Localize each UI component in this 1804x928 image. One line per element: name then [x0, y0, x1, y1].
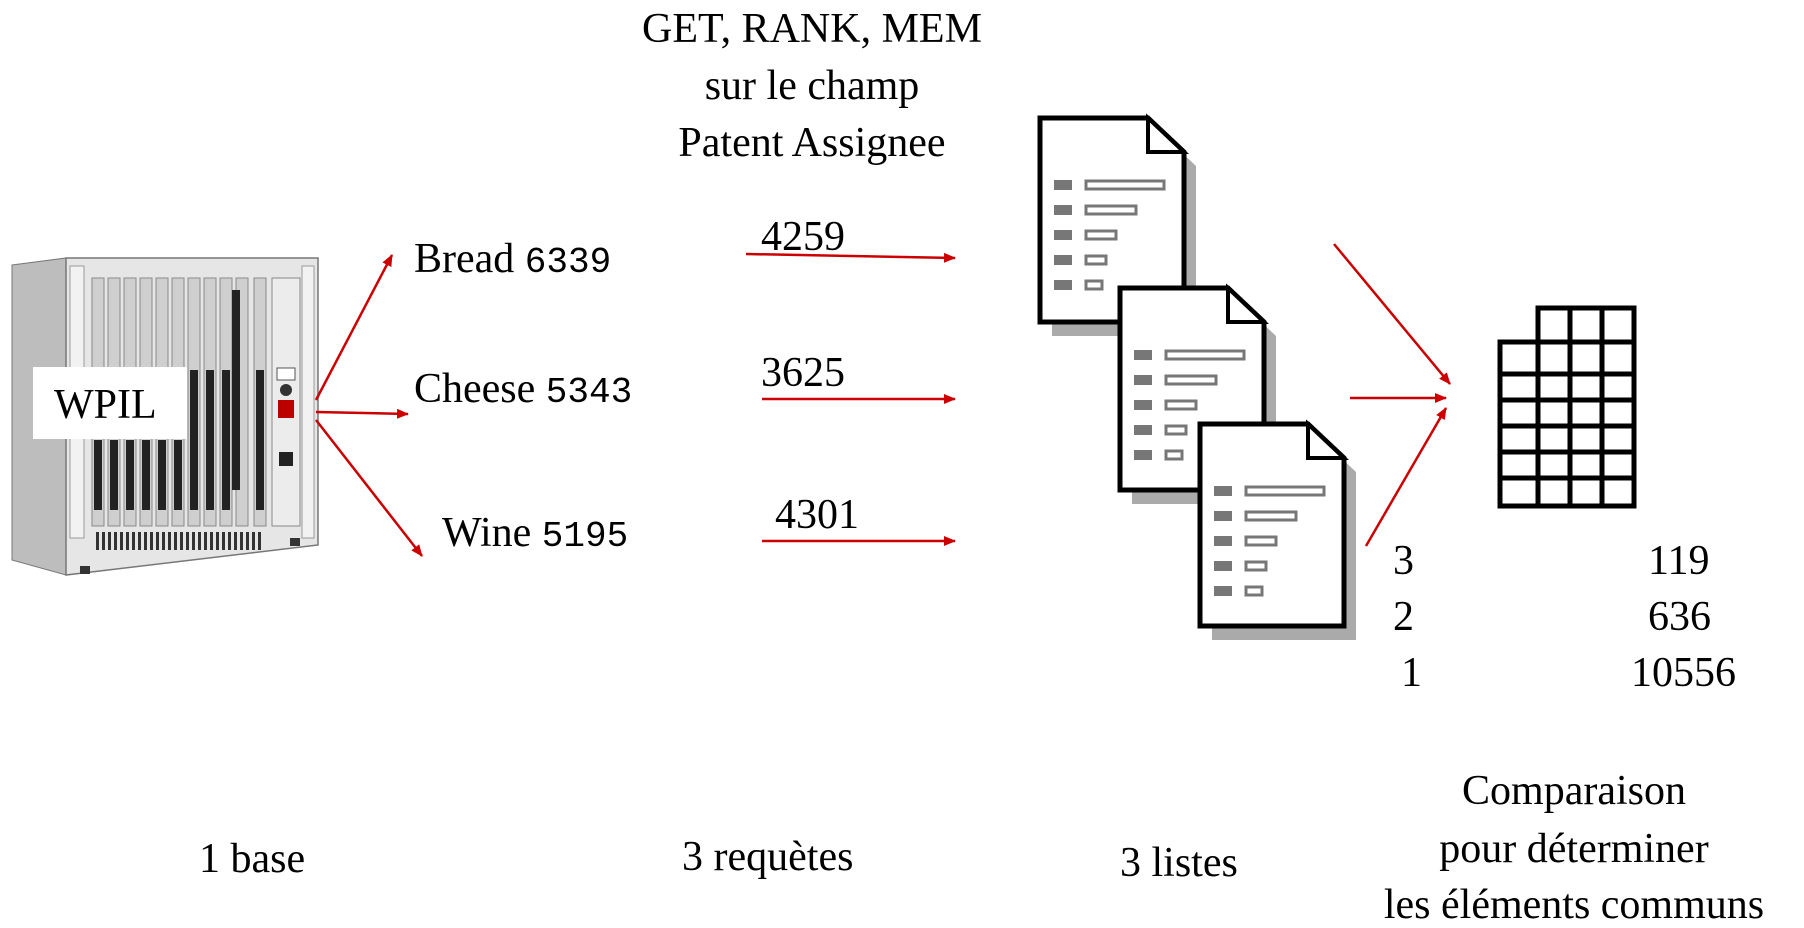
document-list-icon: [1037, 113, 1356, 640]
fanout-arrows: [314, 254, 423, 557]
query-line-3: Patent Assignee: [678, 120, 946, 166]
caption-base: 1 base: [199, 836, 306, 882]
document-1: [1037, 113, 1196, 336]
table-grid-icon: [1497, 305, 1637, 509]
query-line-1: GET, RANK, MEM: [642, 6, 982, 52]
merge-arrows: [1333, 243, 1451, 547]
term-wine: Wine 5195: [442, 512, 628, 555]
caption-requetes: 3 requètes: [682, 834, 854, 880]
server-rack-icon: [11, 257, 319, 576]
arrow-list1-table: [1333, 243, 1451, 385]
term-name: Bread: [414, 236, 515, 282]
common-level-1: 1: [1401, 650, 1422, 696]
common-level-2: 2: [1393, 594, 1414, 640]
caption-comparaison-1: Comparaison: [1462, 768, 1686, 814]
query-arrows: [745, 252, 956, 546]
arrow-to-bread: [314, 254, 394, 401]
caption-comparaison-2: pour déterminer: [1439, 826, 1709, 872]
common-count-1: 10556: [1631, 650, 1736, 696]
common-count-2: 636: [1648, 594, 1711, 640]
term-count: 6339: [524, 242, 612, 283]
caption-listes: 3 listes: [1120, 840, 1238, 886]
term-name: Cheese: [414, 366, 536, 412]
arrow-to-wine: [315, 419, 423, 557]
document-3: [1197, 419, 1356, 640]
result-bread: 4259: [761, 214, 845, 260]
arrow-to-cheese: [315, 408, 409, 419]
query-line-2: sur le champ: [704, 63, 920, 109]
result-cheese: 3625: [761, 350, 845, 396]
term-count: 5343: [545, 372, 633, 413]
term-count: 5195: [541, 516, 629, 557]
term-cheese: Cheese 5343: [414, 368, 632, 411]
result-wine: 4301: [775, 492, 859, 538]
common-count-3: 119: [1648, 538, 1710, 584]
common-level-3: 3: [1393, 538, 1414, 584]
arrow-list3-table: [1364, 407, 1448, 547]
term-bread: Bread 6339: [414, 238, 611, 281]
term-name: Wine: [442, 510, 532, 556]
caption-comparaison-3: les éléments communs: [1383, 882, 1765, 928]
server-label-box: [33, 367, 187, 439]
server-label: WPIL: [54, 382, 157, 428]
arrow-bread-list: [745, 252, 956, 263]
